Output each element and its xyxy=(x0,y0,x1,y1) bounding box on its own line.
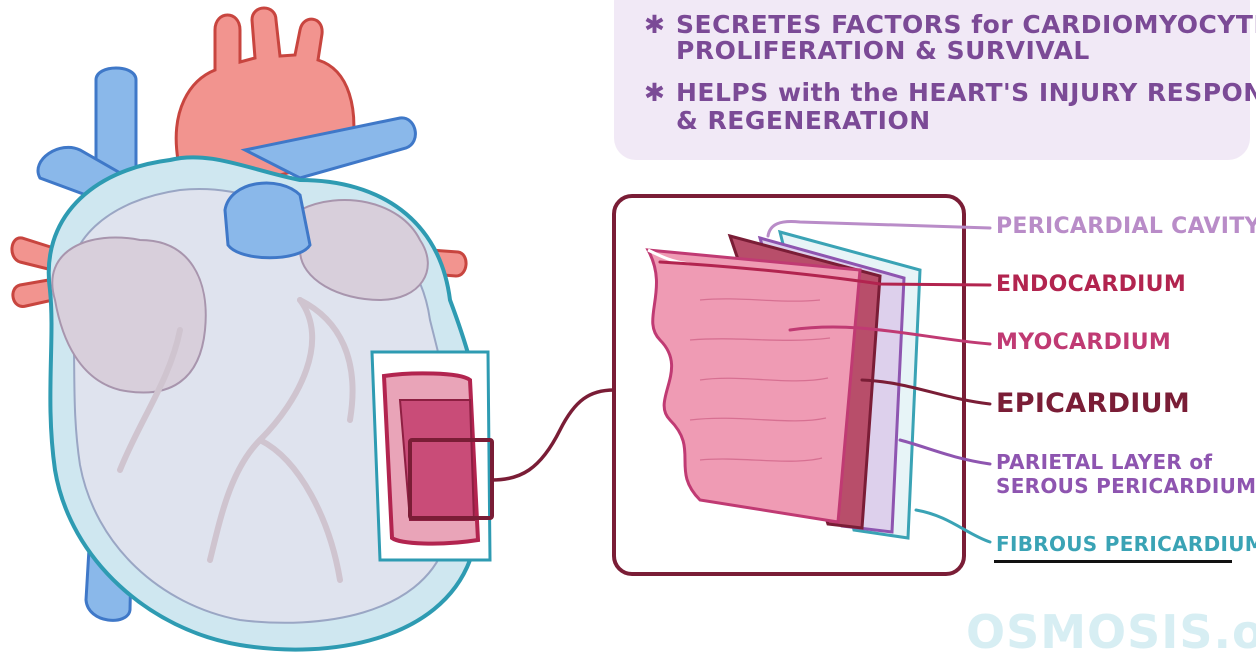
osmosis-logo: OSMOSIS.or xyxy=(966,605,1256,659)
label-endocardium: ENDOCARDIUM xyxy=(996,272,1186,297)
zoom-connector xyxy=(492,390,614,480)
label-epicardium: EPICARDIUM xyxy=(996,388,1190,419)
pulmonary-trunk xyxy=(225,183,310,258)
label-underline xyxy=(994,560,1232,563)
label-pericardial-cavity: PERICARDIAL CAVITY xyxy=(996,214,1256,239)
label-fibrous-pericardium: FIBROUS PERICARDIUM xyxy=(996,532,1256,556)
label-parietal-layer-line1: PARIETAL LAYER of xyxy=(996,450,1212,474)
label-parietal-layer-line2: SEROUS PERICARDIUM xyxy=(996,474,1256,498)
label-myocardium: MYOCARDIUM xyxy=(996,330,1171,355)
